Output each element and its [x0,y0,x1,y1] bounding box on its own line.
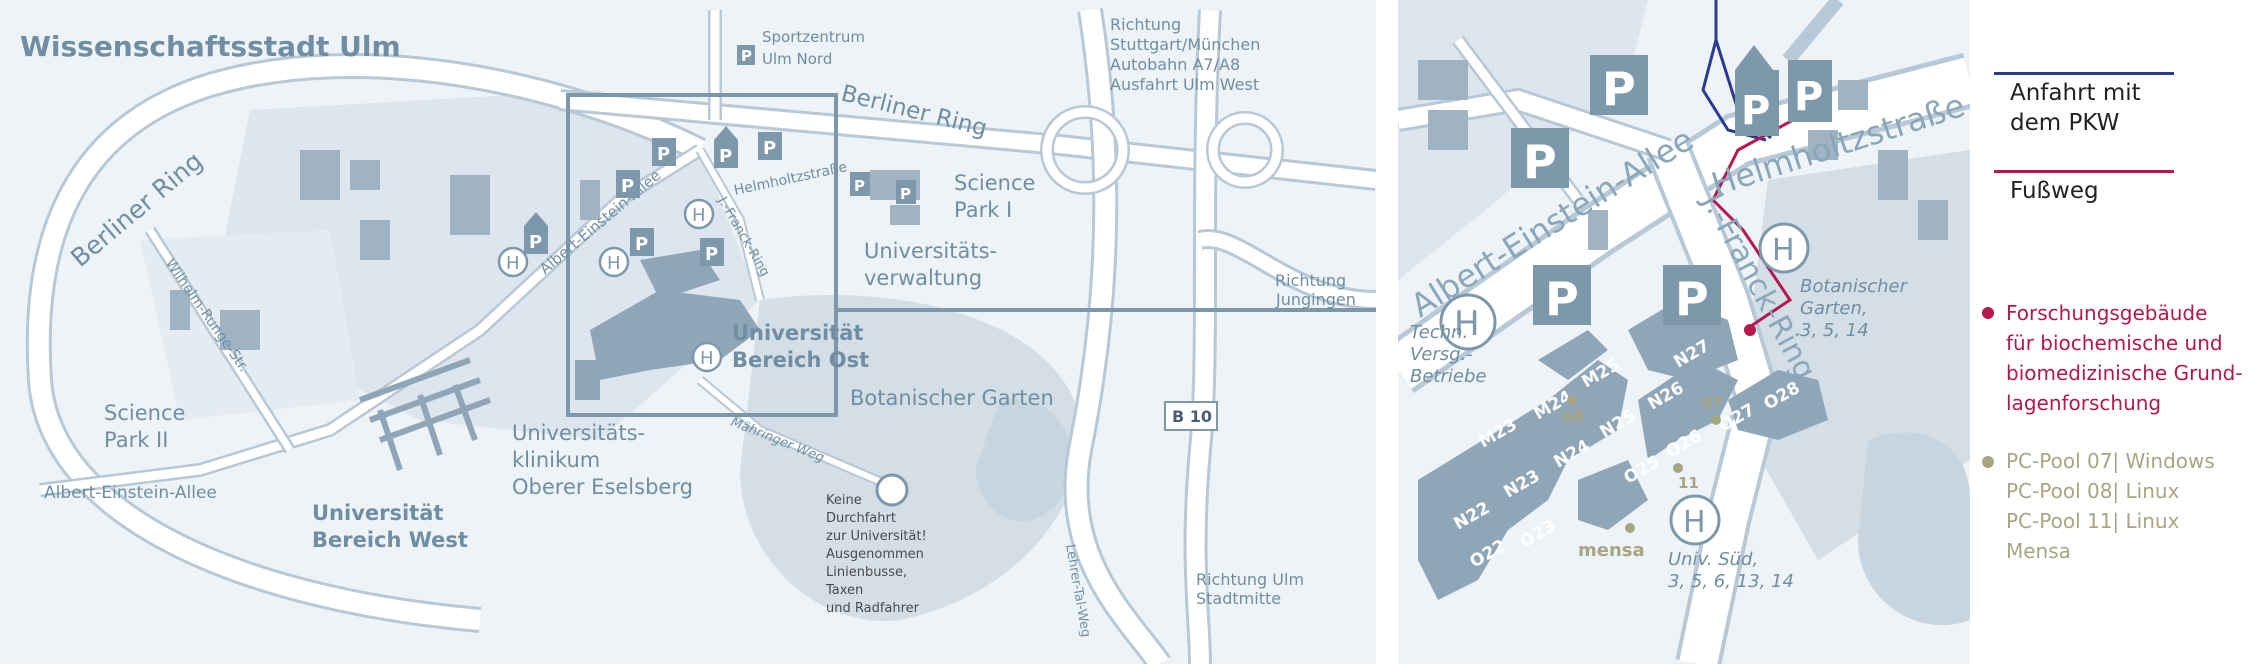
pc-pool-label: 07 [1702,394,1723,412]
label-botanischer-garten: Botanischer Garten [850,386,1054,410]
parking-icon: P [700,238,724,266]
bus-stop-icon: H [1669,494,1721,546]
b10-sign [1164,401,1218,431]
label-mensa: mensa [1578,540,1645,561]
svg-text:P: P [529,232,542,253]
bus-stop-icon: H [1439,293,1497,351]
pc-pool-dot [1673,463,1683,473]
detail-map-canvas: P P P P P P H H H Albert-Einstein-Allee … [1398,0,1970,664]
label-richtung-jungingen: Richtung Jungingen [1275,271,1356,309]
notice-keine-durchfahrt: Keine Durchfahrt zur Universität! Ausgen… [825,493,931,616]
svg-text:P: P [1794,74,1823,120]
parking-icon: P [737,45,755,65]
svg-text:P: P [1523,135,1557,189]
svg-text:P: P [621,176,634,197]
svg-text:P: P [657,144,670,165]
bus-stop-icon: H [691,341,723,373]
svg-text:P: P [763,138,776,159]
svg-text:H: H [700,348,714,369]
label-univ-sued: Univ. Süd, 3, 5, 6, 13, 14 [1668,549,1794,592]
parking-garage-roof-icon [714,126,738,140]
parking-icon: P [896,180,916,204]
parking-icon: P [630,228,654,256]
label-universitaet-west: Universität Bereich West [312,501,468,552]
label-science-park-2: Science Park II [104,401,192,452]
parking-icon: P [758,132,782,160]
legend-pools: PC-Pool 07| Windows PC-Pool 08| Linux PC… [2006,449,2215,563]
svg-text:P: P [1675,272,1709,326]
overview-map[interactable]: Wissenschaftsstadt Ulm Berliner Ring Ber… [0,0,1376,664]
parking-icon: P [1788,60,1832,122]
bus-stop-icon: H [598,246,630,278]
parking-icon: P [652,138,676,166]
label-universitaet-ost: Universität Bereich Ost [732,321,871,372]
no-entry-sign-icon [875,473,909,507]
parking-garage-icon: P [1735,45,1779,136]
label-universitaetsverwaltung: Universitäts- verwaltung [864,239,1004,290]
fussweg-route [1711,118,1794,332]
svg-text:H: H [1454,304,1480,344]
svg-text:P: P [900,185,911,203]
pc-pool-dot [1567,395,1577,405]
svg-text:P: P [1545,272,1579,326]
svg-text:H: H [1683,505,1706,540]
detail-frame [566,93,838,417]
parking-garage-roof-icon [524,212,548,226]
parking-icon: P [1533,265,1591,326]
bus-stop-icon: H [1758,222,1810,274]
label-helmholtz: Helmholtzstraße [733,159,849,199]
map-title: Wissenschaftsstadt Ulm [20,30,401,63]
pc-pool-label: 11 [1678,474,1699,492]
legend-pool-dot [1982,456,1994,468]
parking-icon: P [1590,55,1648,116]
parking-icon: P [1663,265,1721,326]
svg-text:P: P [854,177,865,195]
bus-stop-icon: H [683,198,715,230]
svg-text:H: H [506,253,520,274]
building-label: O25 [1621,452,1664,488]
label-albert-einstein-west: Albert-Einstein-Allee [44,483,217,503]
svg-text:P: P [1602,62,1636,116]
label-sportzentrum: Sportzentrum Ulm Nord [762,28,870,68]
pc-pool-dot [1711,415,1721,425]
b10-label: B 10 [1172,407,1212,426]
legend-fussweg: Fußweg [2010,178,2099,204]
detail-map[interactable]: P P P P P P H H H Albert-Einstein-Allee … [1398,0,1970,664]
label-klinikum: Universitäts- klinikum Oberer Eselsberg [512,421,693,499]
label-richtung-ulm: Richtung Ulm Stadtmitte [1196,570,1309,608]
parking-icon: P [524,226,548,254]
svg-text:P: P [635,234,648,255]
svg-text:H: H [607,253,621,274]
mensa-dot [1625,523,1635,533]
svg-text:H: H [1772,233,1795,268]
overview-map-canvas: Wissenschaftsstadt Ulm Berliner Ring Ber… [20,7,1376,664]
pc-pool-label: o8 [1561,407,1585,427]
parking-icon: P [714,140,738,168]
parking-icon: P [850,172,870,196]
svg-text:P: P [1741,88,1770,134]
research-building-dot [1744,324,1756,336]
label-richtung-stuttgart: Richtung Stuttgart/München Autobahn A7/A… [1110,15,1265,94]
legend-fussweg-line [1994,170,2174,173]
map-legend: Anfahrt mit dem PKW Fußweg Forschungsgeb… [1970,0,2268,664]
svg-text:P: P [705,244,718,265]
label-techn-betriebe: Techn. Versg.- Betriebe [1410,322,1486,387]
label-botanischer-garten-stop: Botanischer Garten, 3, 5, 14 [1800,276,1913,341]
legend-forschung: Forschungsgebäude für biochemische und b… [2006,301,2243,415]
legend-pkw: Anfahrt mit dem PKW [2010,80,2141,136]
bus-stop-icon: H [497,246,529,278]
building-label: O23 [1517,516,1560,552]
svg-text:P: P [719,146,732,167]
legend-pkw-line [1994,72,2174,75]
svg-text:H: H [692,205,706,226]
label-science-park-1: Science Park I [954,171,1042,222]
parking-icon: P [616,170,640,198]
parking-icon: P [1511,128,1569,189]
legend-forschung-dot [1982,307,1994,319]
svg-text:P: P [741,47,752,65]
